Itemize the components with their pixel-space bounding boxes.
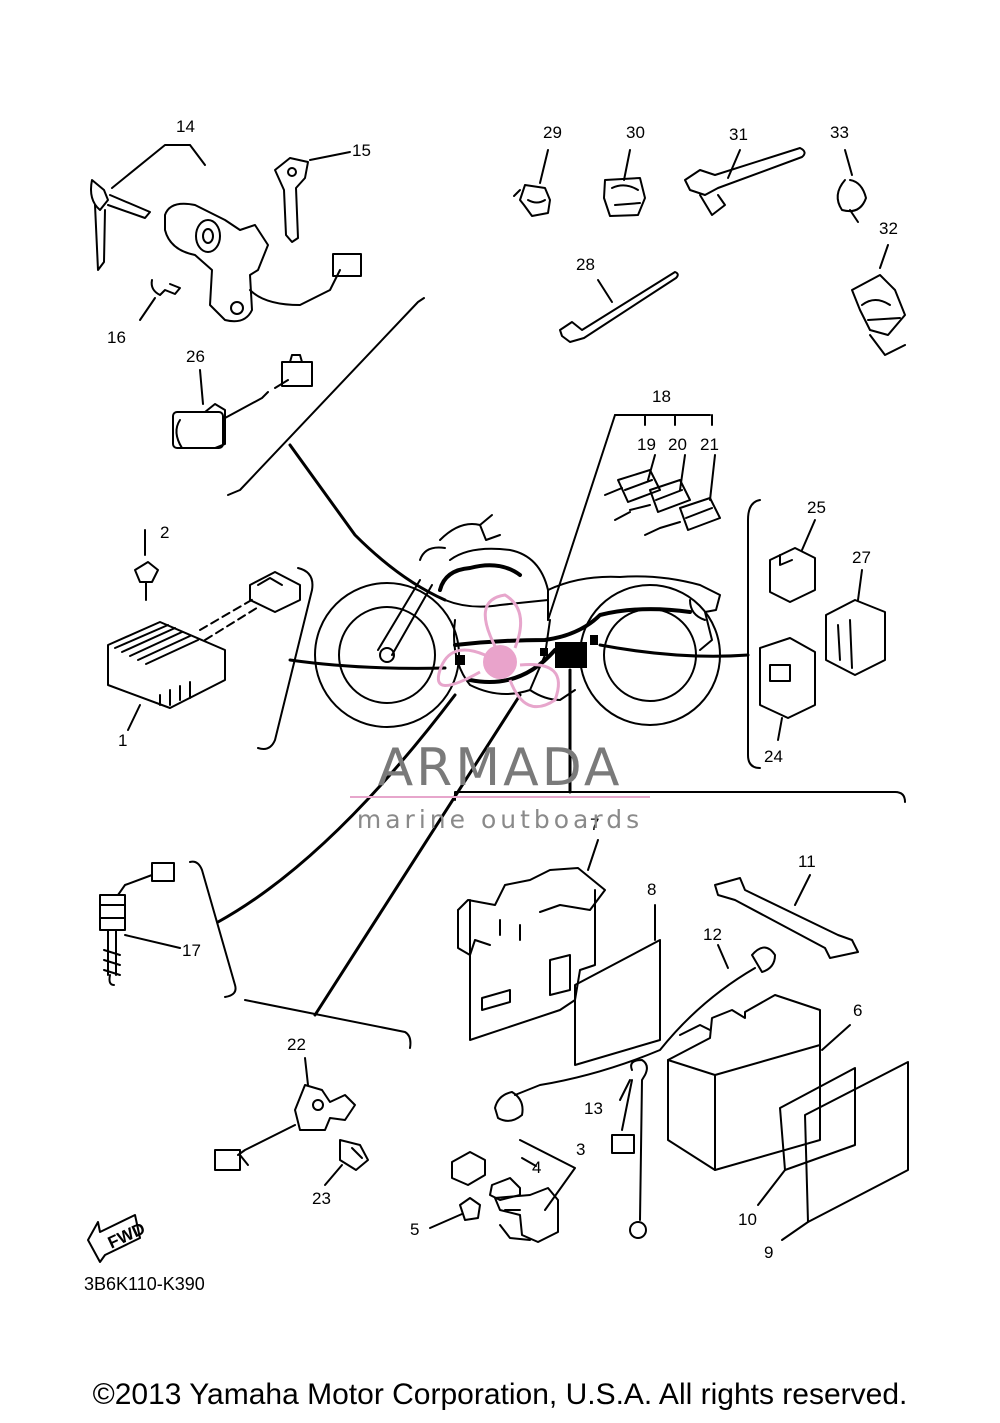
- callout-6: 6: [853, 1001, 862, 1020]
- callout-16: 16: [107, 328, 126, 347]
- watermark-subtitle: marine outboards: [357, 805, 643, 834]
- relay-24: [759, 637, 816, 741]
- callout-17: 17: [182, 941, 201, 960]
- bracket-upper-left: [227, 297, 425, 496]
- pad-10: [757, 1067, 856, 1206]
- copyright-footer: ©2013 Yamaha Motor Corporation, U.S.A. A…: [92, 1378, 908, 1411]
- callout-2: 2: [160, 523, 169, 542]
- watermark-logo: ARMADA marine outboards: [350, 593, 650, 834]
- cable-tie-31: [684, 147, 806, 216]
- callout-30: 30: [626, 123, 645, 142]
- clip-33: [836, 149, 867, 223]
- leader-22: [313, 693, 522, 1017]
- bracket-17: [189, 860, 237, 998]
- callout-4: 4: [532, 1158, 541, 1177]
- callout-25: 25: [807, 498, 826, 517]
- callout-labels: 1 2 3 4 5 6 7 8 9 10 11 12 13 14 15 16 1…: [107, 117, 898, 1262]
- callout-29: 29: [543, 123, 562, 142]
- callout-27: 27: [852, 548, 871, 567]
- callout-14: 14: [176, 117, 195, 136]
- cover-8: [574, 904, 661, 1066]
- cable-12: [494, 944, 776, 1122]
- wire-harness: [438, 563, 692, 684]
- part-code: 3B6K110-K390: [84, 1274, 205, 1294]
- fuse-set: [604, 414, 721, 536]
- callout-5: 5: [410, 1220, 419, 1239]
- relay-25: [769, 519, 816, 603]
- callout-8: 8: [647, 880, 656, 899]
- ignition-switch-assembly: [90, 144, 362, 323]
- screw-5: [429, 1197, 481, 1229]
- clamp-30: [603, 149, 646, 217]
- watermark-propeller-icon: [483, 645, 517, 679]
- bracket-left-mid: [257, 567, 314, 750]
- cable-tie-28: [559, 271, 679, 343]
- leader-relays: [598, 643, 750, 658]
- bracket-battery-group: [454, 791, 906, 803]
- leader-regulator: [288, 658, 447, 670]
- lead-13: [611, 1059, 648, 1239]
- leader-17: [216, 693, 457, 924]
- callout-20: 20: [668, 435, 687, 454]
- callout-28: 28: [576, 255, 595, 274]
- clamp-32: [851, 244, 906, 356]
- fwd-arrow-icon: [87, 1214, 141, 1263]
- callout-1: 1: [118, 731, 127, 750]
- bracket-22: [244, 999, 412, 1049]
- bracket-relays: [747, 499, 761, 769]
- callout-31: 31: [729, 125, 748, 144]
- battery-6: [667, 994, 851, 1171]
- leader-ignition: [288, 443, 447, 602]
- callout-23: 23: [312, 1189, 331, 1208]
- clamp-29: [513, 149, 551, 217]
- relay-3: [451, 1139, 576, 1243]
- callout-11: 11: [798, 852, 816, 871]
- callout-9: 9: [764, 1243, 773, 1262]
- callout-19: 19: [637, 435, 656, 454]
- callout-15: 15: [352, 141, 371, 160]
- callout-18: 18: [652, 387, 671, 406]
- callout-7: 7: [590, 815, 599, 834]
- sensor-17: [99, 862, 181, 986]
- leader-fuse: [547, 414, 616, 621]
- callout-21: 21: [700, 435, 719, 454]
- callout-22: 22: [287, 1035, 306, 1054]
- key-15: [274, 151, 351, 243]
- callout-26: 26: [186, 347, 205, 366]
- callout-33: 33: [830, 123, 849, 142]
- callout-12: 12: [703, 925, 722, 944]
- screw-23: [324, 1139, 369, 1186]
- callout-3: 3: [576, 1140, 585, 1159]
- watermark-title: ARMADA: [378, 738, 623, 798]
- callout-10: 10: [738, 1210, 757, 1229]
- pad-9: [781, 1061, 909, 1241]
- battery-bracket-7: [457, 839, 606, 1041]
- callout-13: 13: [584, 1099, 603, 1118]
- callout-24: 24: [764, 747, 783, 766]
- rectifier-regulator: [107, 529, 301, 731]
- switch-22: [214, 1057, 356, 1171]
- relay-27: [825, 569, 886, 676]
- fwd-label: FWD: [105, 1219, 148, 1253]
- strap-11: [714, 874, 859, 959]
- callout-32: 32: [879, 219, 898, 238]
- connector-26: [172, 354, 313, 449]
